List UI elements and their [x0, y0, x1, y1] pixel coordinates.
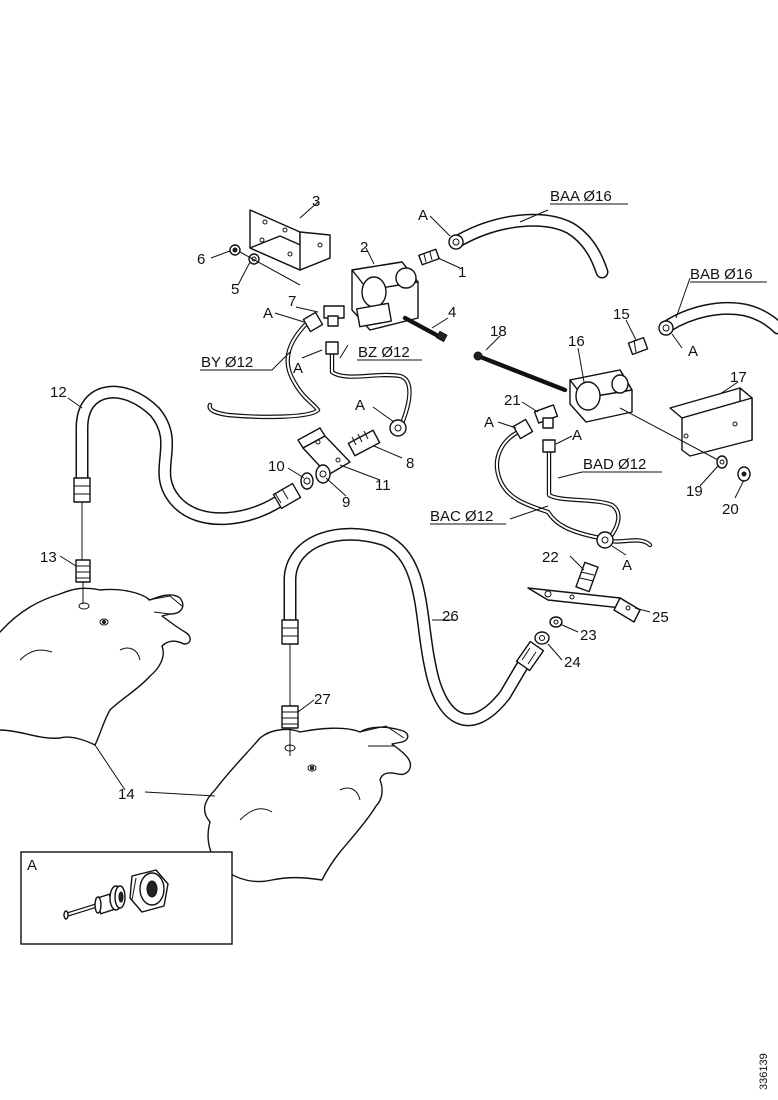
- fitting-22: [575, 561, 599, 593]
- label-part-10: 10: [268, 458, 285, 475]
- label-part-26: 26: [442, 608, 459, 625]
- fitting-15: [627, 336, 649, 356]
- marker-a-bz-end: A: [355, 397, 365, 414]
- pump-14-left: [0, 587, 191, 746]
- label-part-17: 17: [730, 369, 747, 386]
- washer-5: [248, 253, 260, 265]
- tee-7: [323, 305, 345, 327]
- marker-a-bz: A: [293, 360, 303, 377]
- label-part-2: 2: [360, 239, 368, 256]
- nut-a-bab: [658, 320, 674, 336]
- detail-a-ring: [109, 885, 126, 911]
- hose-end-12-bottom: [73, 477, 91, 560]
- part-labels: 1 2 3 4 5 6 7 8 9 10 11 12 13 14 15 16 1…: [40, 193, 747, 803]
- filter-housing-2: [351, 261, 419, 331]
- label-part-15: 15: [613, 306, 630, 323]
- pipe-bac: [494, 427, 603, 541]
- washer-23: [549, 616, 563, 628]
- detail-a-title: A: [27, 857, 37, 874]
- label-part-13: 13: [40, 549, 57, 566]
- hose-end-26-right: [515, 640, 545, 672]
- bolt-18: [473, 351, 568, 393]
- nut-a-bac: [596, 531, 614, 549]
- connection-markers: A A A A A A A A: [263, 207, 698, 574]
- label-part-14: 14: [118, 786, 135, 803]
- marker-a-bab: A: [688, 343, 698, 360]
- label-part-16: 16: [568, 333, 585, 350]
- label-part-5: 5: [231, 281, 239, 298]
- fitting-1: [418, 248, 440, 266]
- nut-a-by: [302, 311, 324, 333]
- label-part-6: 6: [197, 251, 205, 268]
- detail-a-nut: [129, 869, 169, 913]
- label-part-24: 24: [564, 654, 581, 671]
- bracket-17: [669, 387, 753, 457]
- nut-a-bz: [325, 341, 339, 355]
- label-part-1: 1: [458, 264, 466, 281]
- label-part-25: 25: [652, 609, 669, 626]
- hose-bab: [661, 301, 778, 335]
- fitting-27: [281, 705, 299, 756]
- label-part-3: 3: [312, 193, 320, 210]
- washer-10: [300, 472, 314, 490]
- hose-12: [75, 385, 292, 526]
- tee-21: [533, 404, 559, 429]
- label-pipe-bad: BAD Ø12: [583, 456, 646, 473]
- nut-a-bac-top: [512, 418, 534, 440]
- pipe-code-labels: BAA Ø16 BAB Ø16 BY Ø12 BZ Ø12 BAD Ø12 BA…: [201, 188, 753, 525]
- detail-a-inset: A: [20, 851, 233, 945]
- label-pipe-bz: BZ Ø12: [358, 344, 410, 361]
- marker-a-bac-top: A: [484, 414, 494, 431]
- label-pipe-by: BY Ø12: [201, 354, 253, 371]
- label-part-12: 12: [50, 384, 67, 401]
- nut-20: [737, 466, 751, 482]
- drawing-number: 336139: [758, 1053, 770, 1090]
- bolt-4: [402, 315, 448, 343]
- label-part-22: 22: [542, 549, 559, 566]
- label-part-7: 7: [288, 293, 296, 310]
- label-part-23: 23: [580, 627, 597, 644]
- pump-14-right: [203, 725, 412, 883]
- hose-26: [283, 527, 535, 727]
- bolt-axis-19: [619, 407, 719, 461]
- washer-19: [716, 455, 728, 469]
- nut-a-baa: [448, 234, 464, 250]
- fitting-13: [75, 559, 91, 604]
- nut-a-bad-top: [542, 439, 556, 453]
- hose-end-12-right: [272, 482, 302, 510]
- fitting-8: [347, 429, 381, 457]
- label-part-11: 11: [375, 477, 391, 494]
- filter-housing-16: [569, 369, 633, 423]
- marker-a-by: A: [263, 305, 273, 322]
- label-part-8: 8: [406, 455, 414, 472]
- label-part-27: 27: [314, 691, 331, 708]
- bracket-25: [527, 587, 641, 623]
- marker-a-baa: A: [418, 207, 428, 224]
- label-part-19: 19: [686, 483, 703, 500]
- label-pipe-baa: BAA Ø16: [550, 188, 612, 205]
- bracket-3: [249, 209, 331, 271]
- nut-6: [229, 244, 241, 256]
- nut-a-bz-end: [389, 419, 407, 437]
- leader-lines: [59, 201, 745, 797]
- label-part-9: 9: [342, 494, 350, 511]
- label-pipe-bac: BAC Ø12: [430, 508, 493, 525]
- pipe-by: [207, 319, 321, 420]
- hose-baa: [453, 213, 609, 279]
- label-pipe-bab: BAB Ø16: [690, 266, 753, 283]
- label-part-18: 18: [490, 323, 507, 340]
- pipe-bz: [329, 349, 412, 431]
- detail-a-pipe: [63, 902, 101, 920]
- marker-a-bad-top: A: [572, 427, 582, 444]
- hose-end-26-top: [281, 619, 299, 706]
- nut-24: [534, 631, 550, 645]
- pipe-code-underlines: [200, 203, 767, 525]
- label-part-21: 21: [504, 392, 521, 409]
- label-part-4: 4: [448, 304, 456, 321]
- bolt-axis-5: [239, 251, 301, 286]
- label-part-20: 20: [722, 501, 739, 518]
- marker-a-bac-end: A: [622, 557, 632, 574]
- detail-a-frame: [20, 851, 233, 945]
